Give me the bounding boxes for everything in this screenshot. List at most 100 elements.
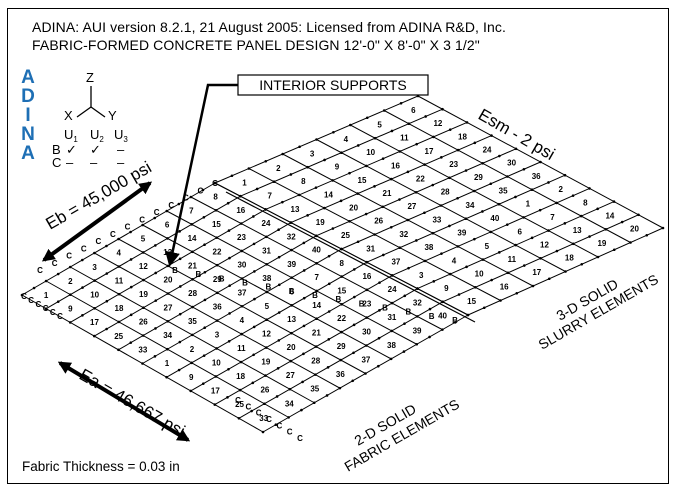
mesh-node bbox=[165, 375, 168, 379]
support-node-b: B bbox=[289, 287, 295, 296]
mesh-node bbox=[276, 367, 280, 370]
mesh-node bbox=[20, 293, 24, 297]
mesh-node bbox=[596, 255, 600, 259]
element-number: 34 bbox=[285, 399, 294, 408]
support-node-b: B bbox=[405, 308, 411, 317]
mesh-node bbox=[228, 256, 231, 260]
mesh-node bbox=[440, 252, 443, 255]
element-number: 14 bbox=[605, 211, 614, 220]
element-number: 31 bbox=[366, 244, 375, 253]
mesh-node bbox=[428, 335, 431, 339]
mesh-node bbox=[453, 321, 457, 324]
mesh-node bbox=[277, 255, 281, 259]
support-node-c: C bbox=[57, 312, 63, 321]
mesh-node bbox=[154, 271, 157, 275]
mesh-node bbox=[588, 235, 591, 238]
mesh-node bbox=[117, 237, 120, 241]
element-number: 4 bbox=[117, 249, 122, 258]
mesh-node bbox=[407, 122, 411, 125]
element-number: 28 bbox=[188, 289, 197, 298]
mesh-node bbox=[365, 316, 369, 319]
support-node-c: C bbox=[139, 215, 145, 224]
element-number: 23 bbox=[237, 233, 246, 242]
mesh-node bbox=[191, 305, 194, 309]
element-number: 37 bbox=[391, 258, 400, 267]
mesh-node bbox=[214, 375, 218, 378]
element-number: 7 bbox=[550, 213, 555, 222]
mesh-nodes bbox=[20, 94, 665, 434]
mesh-node bbox=[117, 320, 121, 324]
mesh-node bbox=[390, 129, 394, 133]
support-node-c: C bbox=[235, 396, 241, 405]
mesh-node bbox=[506, 175, 509, 178]
mesh-node bbox=[389, 357, 393, 361]
element-number: 22 bbox=[337, 314, 346, 323]
mesh-node bbox=[474, 286, 477, 289]
mesh-node bbox=[93, 251, 96, 255]
element-number: 34 bbox=[163, 331, 172, 340]
element-number: 31 bbox=[262, 247, 271, 256]
element-number: 38 bbox=[387, 341, 396, 350]
element-number: 13 bbox=[291, 205, 300, 214]
mesh-node bbox=[237, 417, 241, 420]
mesh-node bbox=[179, 285, 182, 288]
mesh-node bbox=[141, 251, 145, 254]
element-number: 29 bbox=[337, 342, 346, 351]
mesh-node bbox=[178, 257, 182, 261]
element-number: 5 bbox=[141, 235, 146, 244]
mesh-node bbox=[264, 346, 268, 349]
element-number: 12 bbox=[433, 119, 442, 128]
mesh-node bbox=[290, 276, 294, 279]
mesh-node bbox=[473, 237, 476, 241]
support-node-c: C bbox=[276, 421, 282, 430]
mesh-node bbox=[356, 240, 360, 244]
mesh-node bbox=[239, 360, 243, 364]
element-number: 9 bbox=[444, 284, 449, 293]
element-number: 21 bbox=[188, 262, 197, 271]
mesh-node bbox=[373, 233, 376, 236]
mesh-node bbox=[239, 222, 243, 225]
mesh-node bbox=[539, 160, 542, 164]
mesh-node bbox=[448, 176, 451, 180]
mesh-node bbox=[340, 247, 343, 251]
mesh-node bbox=[191, 278, 194, 281]
mesh-node bbox=[117, 265, 121, 268]
element-number: 20 bbox=[287, 343, 296, 352]
element-number: 19 bbox=[261, 358, 270, 367]
mesh-node bbox=[323, 158, 326, 162]
mesh-node bbox=[481, 162, 485, 165]
mesh-node bbox=[239, 194, 242, 198]
mesh-node bbox=[252, 353, 255, 357]
mesh-node bbox=[365, 164, 368, 168]
support-node-c: C bbox=[28, 296, 34, 305]
element-number: 4 bbox=[240, 316, 245, 325]
element-number: 23 bbox=[449, 160, 458, 169]
mesh-node bbox=[365, 260, 369, 264]
element-number: 6 bbox=[411, 106, 416, 115]
mesh-node bbox=[415, 342, 419, 346]
interior-supports-label: INTERIOR SUPPORTS bbox=[259, 77, 407, 93]
mesh-node bbox=[190, 223, 194, 226]
element-number: 10 bbox=[475, 269, 484, 278]
mesh-node bbox=[166, 292, 170, 295]
element-number: 28 bbox=[441, 188, 450, 197]
mesh-node bbox=[68, 265, 72, 269]
mesh-node bbox=[340, 330, 343, 334]
mesh-node bbox=[277, 339, 281, 342]
mesh-node bbox=[302, 352, 305, 356]
element-number: 17 bbox=[90, 318, 99, 327]
mesh-node bbox=[424, 115, 427, 118]
logo-letter: N bbox=[21, 124, 35, 145]
mesh-node bbox=[203, 243, 206, 247]
mesh-node bbox=[399, 101, 403, 105]
mesh-node bbox=[612, 248, 616, 252]
element-number: 5 bbox=[485, 242, 490, 251]
mesh-node bbox=[339, 358, 343, 362]
mesh-node bbox=[612, 200, 616, 203]
mesh-node bbox=[154, 327, 157, 330]
element-number: 13 bbox=[287, 315, 296, 324]
mesh-node bbox=[381, 205, 385, 209]
element-number: 8 bbox=[301, 177, 306, 186]
mesh-node bbox=[302, 241, 306, 245]
